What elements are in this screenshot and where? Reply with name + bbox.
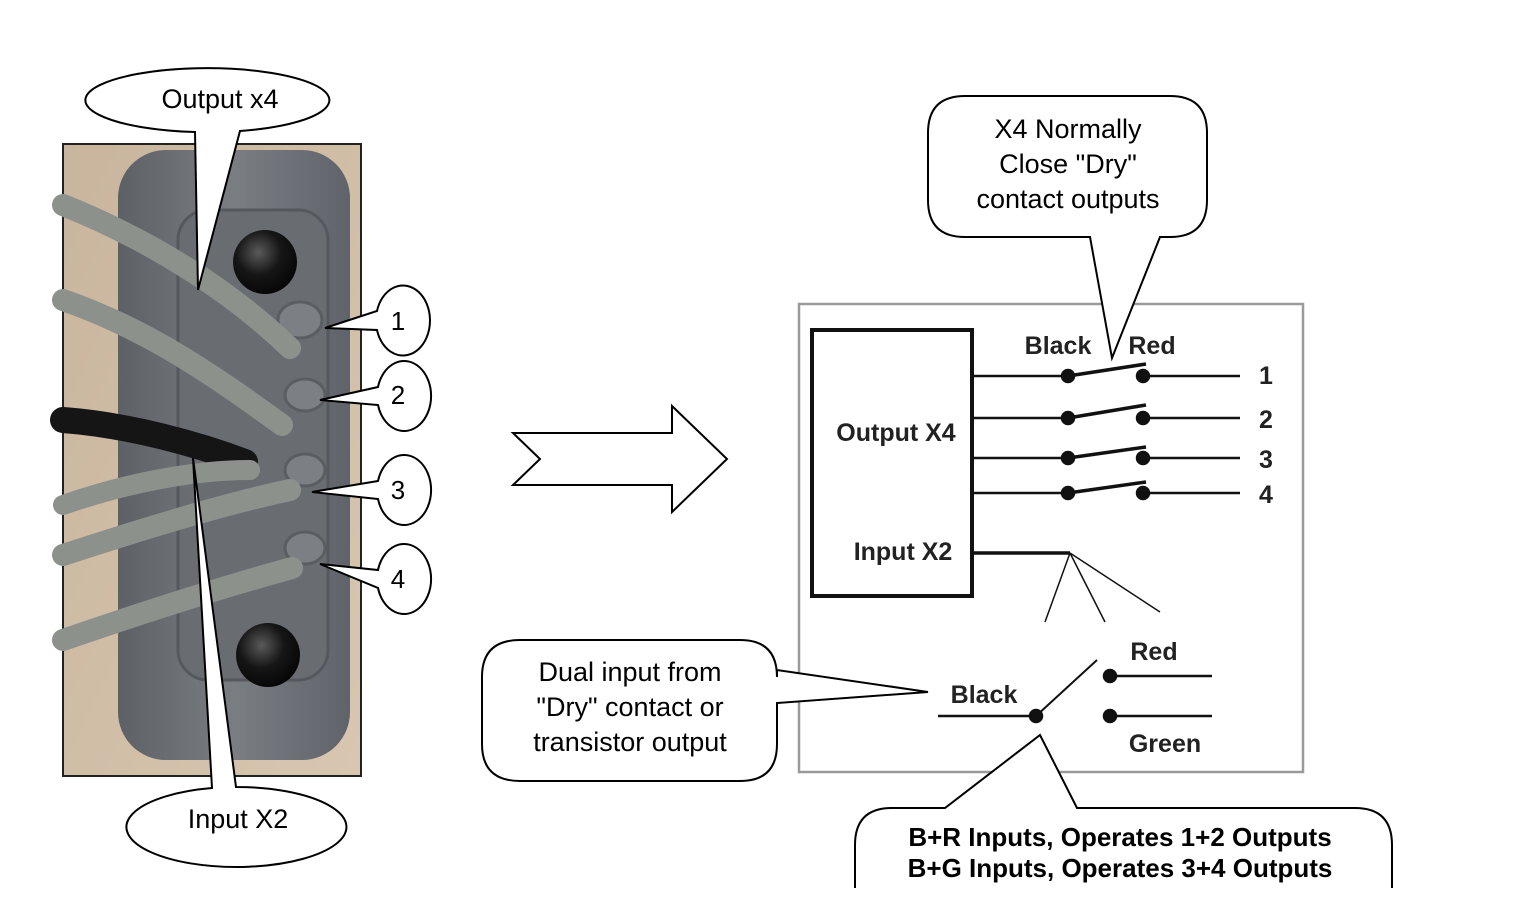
- operation-line-2: B+G Inputs, Operates 3+4 Outputs: [908, 853, 1333, 883]
- dual-input-line-2: "Dry" contact or: [536, 692, 723, 722]
- connector-photo: [50, 143, 362, 777]
- top-black-label: Black: [1025, 332, 1092, 360]
- box-output-label: Output X4: [836, 419, 956, 447]
- dry-outputs-line-2: Close "Dry": [999, 149, 1137, 179]
- output-number-4: 4: [1259, 481, 1273, 509]
- dual-input-line-1: Dual input from: [538, 657, 721, 687]
- dry-outputs-line-1: X4 Normally: [994, 114, 1142, 144]
- top-red-label: Red: [1128, 332, 1175, 360]
- pin-4-label: 4: [391, 564, 405, 594]
- pin-3-label: 3: [391, 475, 405, 505]
- box-input-label: Input X2: [854, 538, 953, 566]
- input-green-label: Green: [1129, 730, 1201, 758]
- output-callout-text: Output x4: [161, 84, 278, 114]
- dry-outputs-line-3: contact outputs: [976, 184, 1159, 214]
- input-red-label: Red: [1130, 638, 1177, 666]
- operation-callout: B+R Inputs, Operates 1+2 Outputs B+G Inp…: [854, 733, 1393, 888]
- dual-input-line-3: transistor output: [533, 727, 727, 757]
- output-number-2: 2: [1259, 406, 1273, 434]
- schematic-panel: Output X4 Input X2 Black Red: [797, 302, 1305, 774]
- input-callout: Input X2: [125, 457, 348, 868]
- output-number-3: 3: [1259, 446, 1273, 474]
- pin-2-label: 2: [391, 380, 405, 410]
- dual-input-callout: Dual input from "Dry" contact or transis…: [481, 639, 929, 782]
- pin-callouts: 1 2 3 4: [311, 284, 433, 615]
- dry-outputs-callout: X4 Normally Close "Dry" contact outputs: [927, 95, 1208, 362]
- input-callout-text: Input X2: [188, 804, 289, 834]
- operation-line-1: B+R Inputs, Operates 1+2 Outputs: [908, 822, 1331, 852]
- output-callout: Output x4: [84, 67, 331, 291]
- pin-1-label: 1: [391, 306, 405, 336]
- right-arrow-icon: [510, 403, 729, 515]
- input-black-label: Black: [951, 681, 1018, 709]
- output-number-1: 1: [1259, 362, 1273, 390]
